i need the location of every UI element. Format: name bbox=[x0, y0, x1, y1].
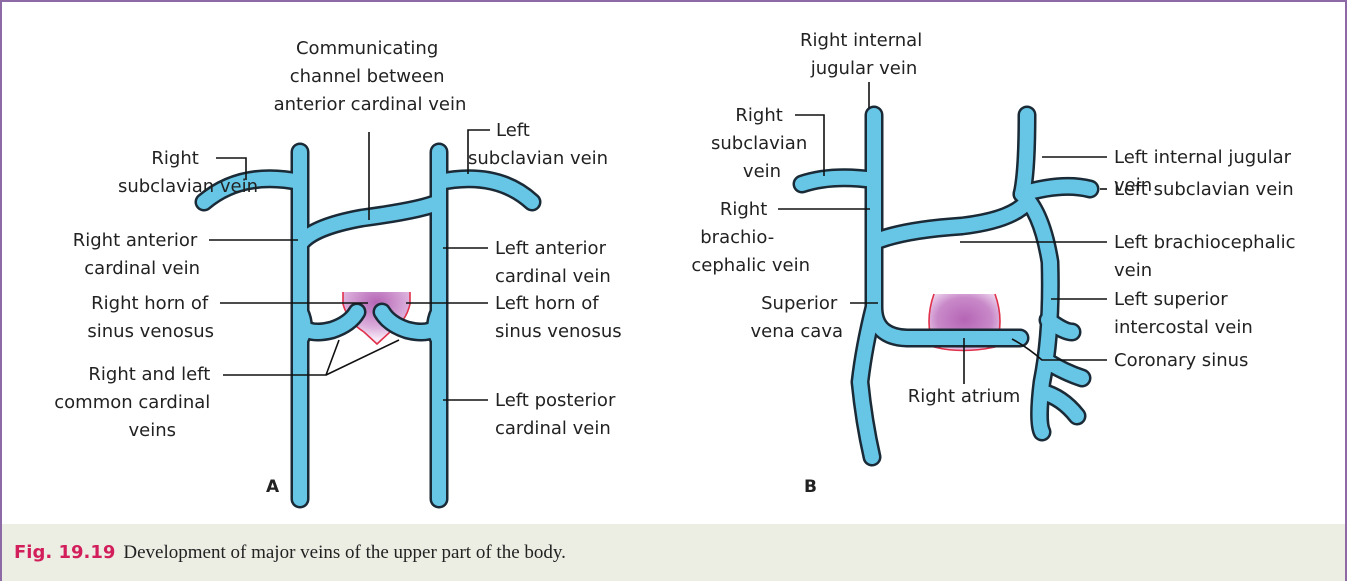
label-right-brachiocephalic: Right brachio- cephalic vein bbox=[691, 199, 810, 276]
panel-b-labels: Right internal jugular vein Right subcla… bbox=[691, 30, 1301, 497]
label-superior-vena-cava: Superior vena cava bbox=[751, 293, 844, 342]
panel-a-letter: A bbox=[266, 477, 280, 497]
label-right-anterior-cardinal: Right anterior cardinal vein bbox=[73, 230, 203, 279]
label-b-right-subclavian: Right subclavian vein bbox=[711, 105, 813, 182]
label-left-anterior-cardinal: Left anterior cardinal vein bbox=[495, 238, 612, 287]
figure-number: Fig. 19.19 bbox=[14, 542, 115, 563]
label-left-superior-intercostal: Left superior intercostal vein bbox=[1114, 289, 1253, 338]
vein-diagram: Communicating channel between anterior c… bbox=[2, 2, 1345, 526]
label-a-right-subclavian: Right subclavian vein bbox=[118, 148, 258, 197]
label-common-cardinal: Right and left common cardinal veins bbox=[54, 364, 216, 441]
label-b-left-subclavian: Left subclavian vein bbox=[1114, 179, 1294, 200]
label-right-atrium: Right atrium bbox=[908, 386, 1021, 407]
label-right-internal-jugular: Right internal jugular vein bbox=[800, 30, 928, 79]
label-a-left-subclavian: Left subclavian vein bbox=[468, 120, 608, 169]
label-left-posterior-cardinal: Left posterior cardinal vein bbox=[495, 390, 621, 439]
label-left-brachiocephalic: Left brachiocephalic vein bbox=[1114, 232, 1301, 281]
label-right-horn: Right horn of sinus venosus bbox=[87, 293, 214, 342]
caption-text: Development of major veins of the upper … bbox=[123, 542, 566, 564]
figure-caption: Fig. 19.19 Development of major veins of… bbox=[0, 524, 1347, 581]
label-communicating-channel: Communicating channel between anterior c… bbox=[274, 38, 467, 115]
panel-a-labels: Communicating channel between anterior c… bbox=[54, 38, 621, 497]
panel-b-letter: B bbox=[804, 477, 817, 497]
figure-area: Communicating channel between anterior c… bbox=[0, 0, 1347, 524]
label-left-horn: Left horn of sinus venosus bbox=[495, 293, 622, 342]
label-coronary-sinus: Coronary sinus bbox=[1114, 350, 1248, 371]
